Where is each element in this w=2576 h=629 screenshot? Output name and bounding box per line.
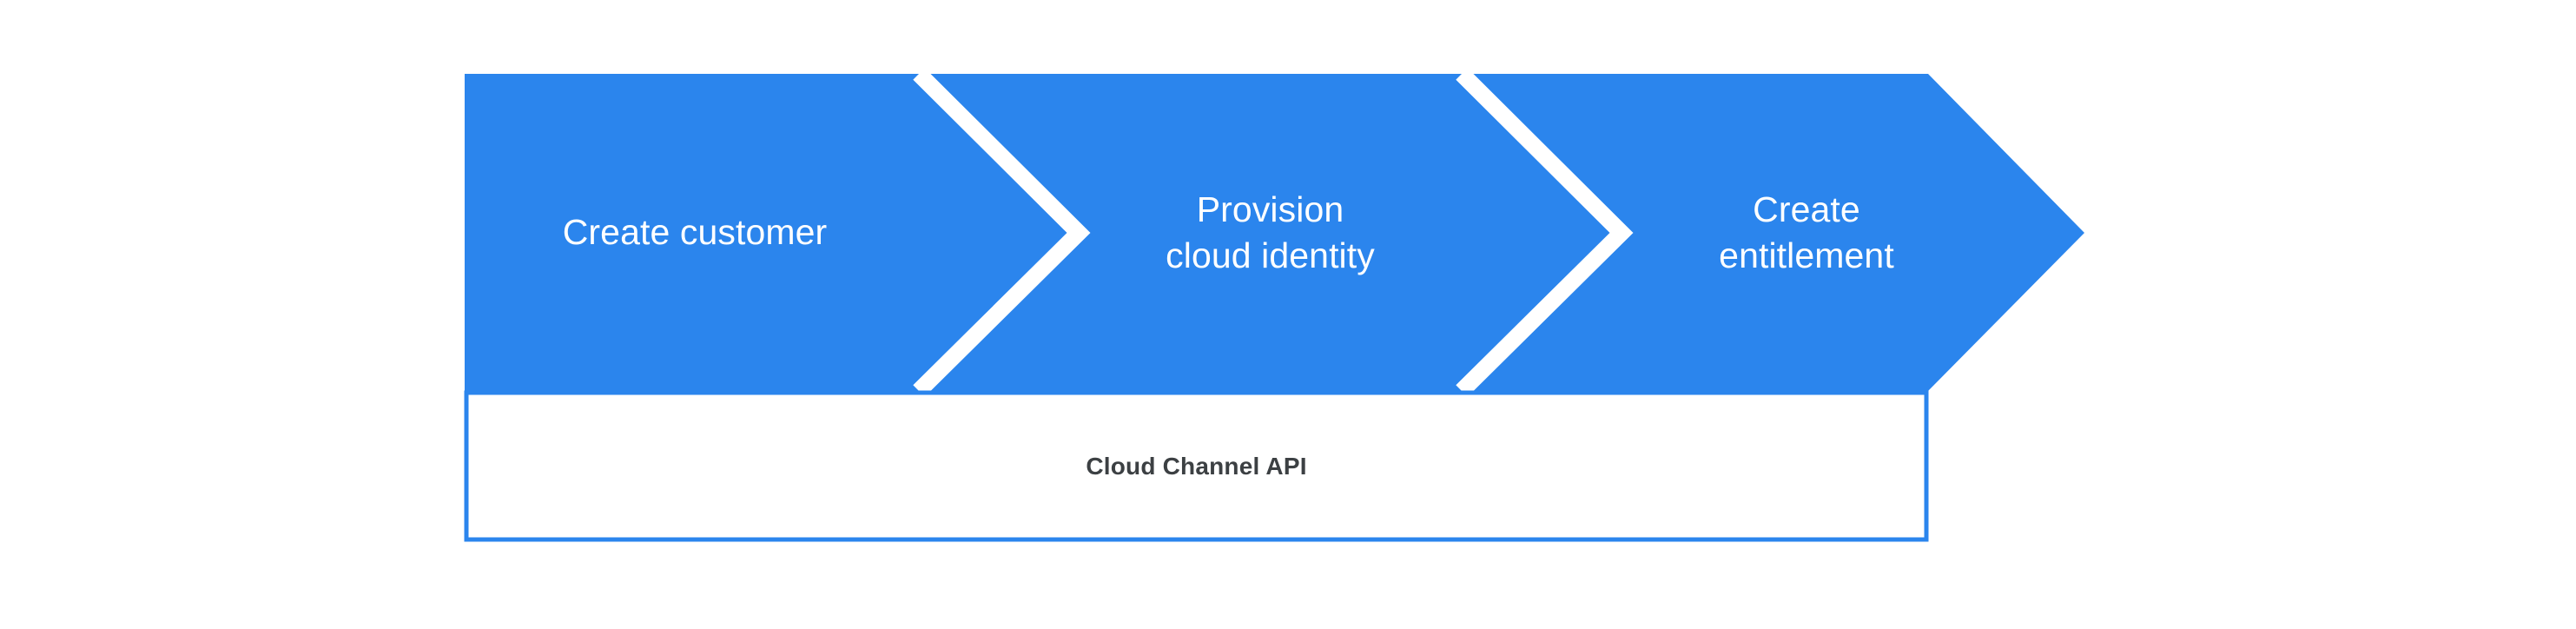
process-banner-arrow bbox=[465, 74, 2084, 391]
chevron-separator-icon-2 bbox=[1456, 68, 1634, 397]
chevron-separator-icon-1 bbox=[913, 68, 1091, 397]
cloud-channel-api-box bbox=[464, 390, 1929, 542]
